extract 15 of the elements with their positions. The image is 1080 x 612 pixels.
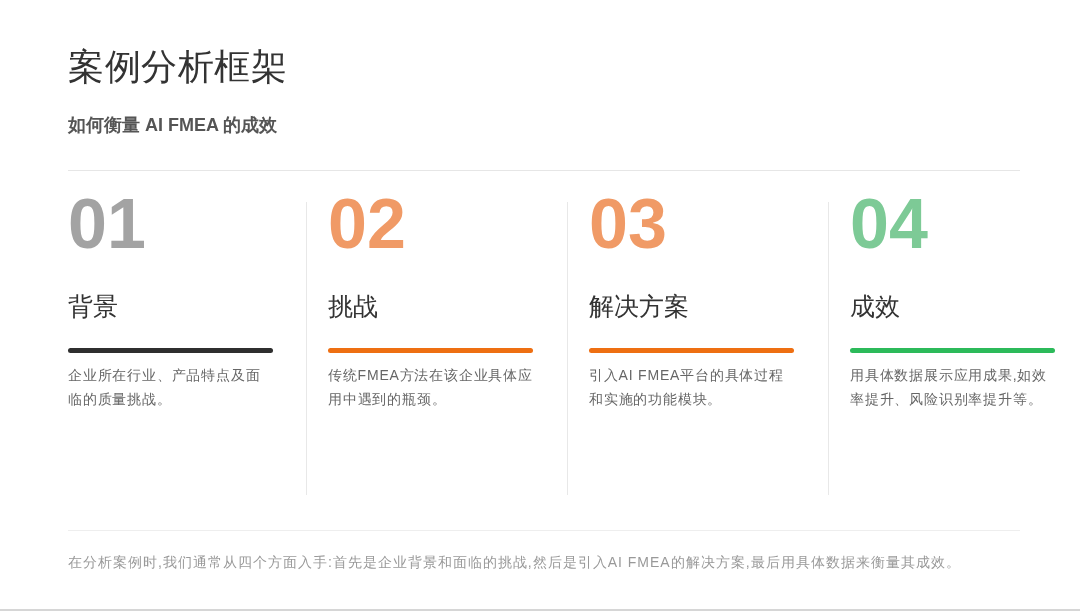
description-text: 用具体数据展示应用成果,如效率提升、风险识别率提升等。 [850,366,1049,409]
subtitle: 如何衡量 AI FMEA 的成效 [68,114,278,137]
column-heading: 挑战 [328,292,378,322]
column-heading: 成效 [850,292,900,322]
step-number: 01 [68,189,146,259]
description-text: 企业所在行业、产品特点及面临的质量挑战。 [68,366,262,409]
description-text: 引入AI FMEA平台的具体过程和实施的功能模块。 [589,366,785,409]
column-heading: 背景 [68,292,118,322]
step-number: 03 [589,189,667,259]
slide-title: 案例分析框架 [68,46,287,89]
description-text: 传统FMEA方法在该企业具体应用中遇到的瓶颈。 [328,366,534,409]
step-number: 04 [850,189,928,259]
step-number: 02 [328,189,406,259]
footer-note: 在分析案例时,我们通常从四个方面入手:首先是企业背景和面临的挑战,然后是引入AI FMEA的解决方案,最后用具体数据来衡量其成效。 [68,553,961,572]
column-heading: 解决方案 [589,292,689,322]
